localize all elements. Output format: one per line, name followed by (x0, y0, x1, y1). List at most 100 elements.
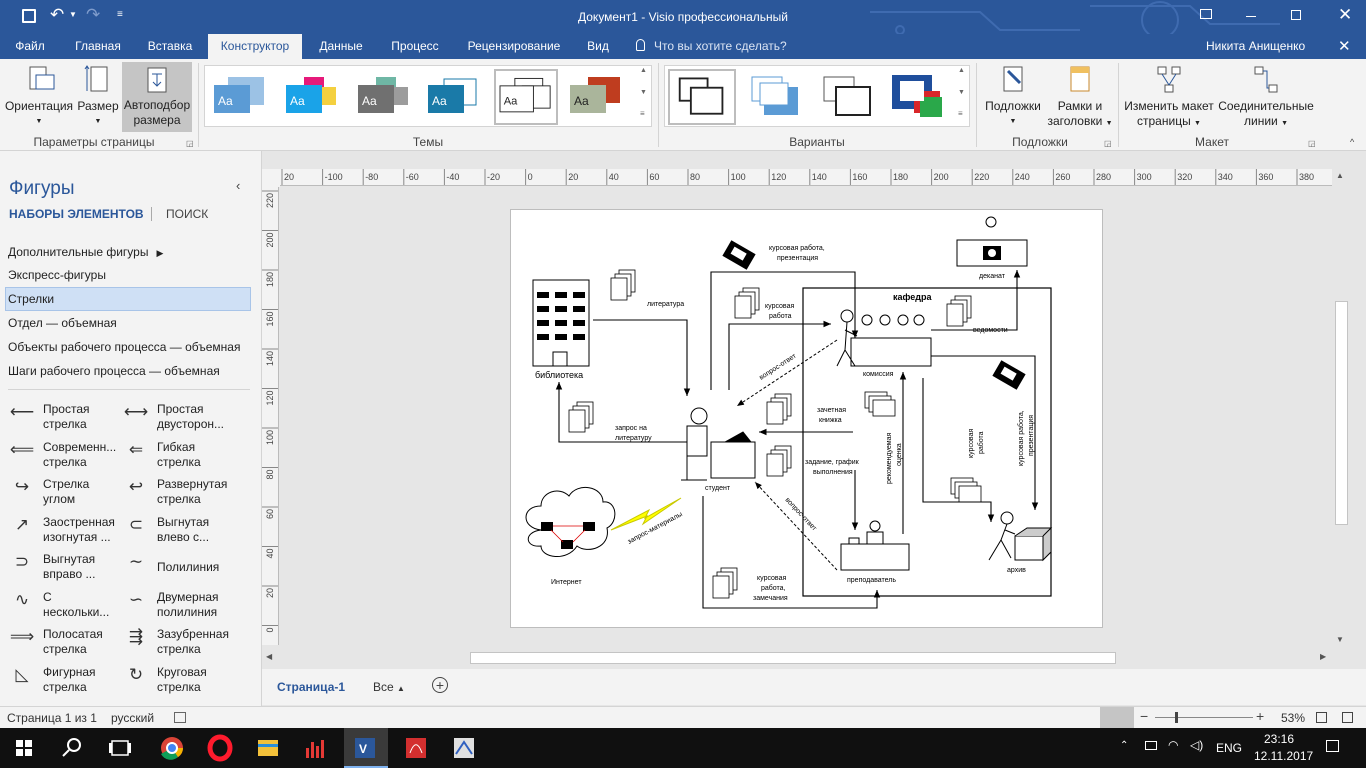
dialog-launcher-icon[interactable]: ◲ (1104, 139, 1112, 148)
tab-process[interactable]: Процесс (391, 39, 439, 53)
variant-2[interactable] (742, 69, 810, 125)
tab-design[interactable]: Конструктор (208, 34, 302, 59)
themes-scroll-up[interactable]: ▲ (640, 67, 647, 74)
switch-windows-icon[interactable] (1342, 712, 1353, 723)
clock-time[interactable]: 23:16 (1264, 732, 1295, 746)
backgrounds-button[interactable]: Подложки ▼ (982, 63, 1044, 133)
network-icon[interactable] (1145, 741, 1157, 750)
save-icon[interactable] (22, 9, 36, 23)
image-app-icon[interactable] (440, 728, 488, 768)
shape-item[interactable]: ∼Полилиния (122, 552, 234, 575)
task-view-icon[interactable] (96, 728, 144, 768)
restore-icon[interactable] (1291, 10, 1301, 20)
autofit-button[interactable]: Автоподбор размера (122, 62, 192, 132)
input-language[interactable]: ENG (1216, 741, 1243, 755)
theme-teal[interactable]: Aa (424, 69, 488, 125)
vertical-scroll-thumb[interactable] (1335, 301, 1348, 525)
equalizer-app-icon[interactable] (292, 728, 340, 768)
variants-more[interactable]: ≡ (958, 109, 963, 118)
customize-quick-access-icon[interactable]: ≡ (117, 9, 123, 20)
tab-search[interactable]: ПОИСК (166, 207, 209, 221)
minimize-icon[interactable] (1246, 16, 1256, 17)
connectors-button[interactable]: Соединительные линии ▼ (1216, 63, 1316, 133)
tab-file[interactable]: Файл (15, 39, 45, 53)
pdf-icon[interactable] (392, 728, 440, 768)
undo-icon[interactable]: ↶ (50, 5, 65, 24)
variants-scroll-down[interactable]: ▼ (958, 89, 965, 96)
variants-scroll-up[interactable]: ▲ (958, 67, 965, 74)
stencil-workflow-objects-3d[interactable]: Объекты рабочего процесса — объемная (8, 340, 241, 354)
theme-simple[interactable]: Aa (494, 69, 558, 125)
horizontal-scroll-thumb[interactable] (470, 652, 1116, 664)
variant-4[interactable] (886, 69, 954, 125)
page-tab-1[interactable]: Страница-1 (277, 680, 346, 694)
language[interactable]: русский (111, 711, 155, 725)
visio-taskbar-active[interactable]: V (344, 728, 388, 768)
scroll-right-icon[interactable]: ▶ (1320, 652, 1327, 661)
stencil-quick-shapes[interactable]: Экспресс-фигуры (8, 268, 106, 282)
shape-item[interactable]: ⟸Современн...стрелка (8, 440, 120, 470)
tab-review[interactable]: Рецензирование (467, 39, 561, 53)
borders-titles-button[interactable]: Рамки и заголовки ▼ (1046, 63, 1114, 133)
theme-gray[interactable]: Aa (354, 69, 418, 125)
tab-view[interactable]: Вид (587, 39, 609, 53)
zoom-out-icon[interactable]: − (1140, 708, 1149, 724)
theme-brown[interactable]: Aa (566, 69, 630, 125)
dialog-launcher-icon[interactable]: ◲ (1308, 139, 1316, 148)
undo-dropdown-icon[interactable]: ▼ (69, 10, 77, 19)
relayout-page-button[interactable]: Изменить макет страницы ▼ (1122, 63, 1216, 133)
notifications-icon[interactable] (1326, 740, 1339, 752)
stencil-arrows[interactable]: Стрелки (5, 287, 251, 311)
search-icon[interactable] (48, 728, 96, 768)
wifi-icon[interactable]: ◠ (1168, 738, 1179, 752)
dialog-launcher-icon[interactable]: ◲ (186, 139, 194, 148)
orientation-button[interactable]: Ориентация ▼ (4, 63, 74, 133)
zoom-slider[interactable] (1155, 712, 1253, 723)
size-button[interactable]: Размер ▼ (76, 63, 120, 133)
tab-data[interactable]: Данные (319, 39, 363, 53)
stencil-workflow-steps-3d[interactable]: Шаги рабочего процесса — объемная (8, 364, 220, 378)
horizontal-scrollbar[interactable] (280, 651, 1320, 665)
variant-3[interactable] (814, 69, 882, 125)
scroll-left-icon[interactable]: ◀ (266, 652, 273, 661)
drawing-page[interactable]: библиотека деканат (510, 209, 1103, 628)
ribbon-display-icon[interactable] (1200, 9, 1212, 19)
vertical-scrollbar[interactable] (1334, 187, 1350, 637)
zoom-level[interactable]: 53% (1281, 711, 1306, 725)
theme-blue[interactable]: Aa (210, 69, 274, 125)
stencil-more-shapes[interactable]: Дополнительные фигуры▶ (8, 245, 163, 259)
fit-page-icon[interactable] (1316, 712, 1327, 723)
scroll-up-icon[interactable]: ▲ (1336, 171, 1344, 180)
tab-stencils[interactable]: НАБОРЫ ЭЛЕМЕНТОВ (9, 207, 144, 221)
windows-start-icon[interactable] (0, 728, 48, 768)
collapse-ribbon-icon[interactable]: ^ (1350, 137, 1355, 147)
all-pages-button[interactable]: Все ▲ (373, 680, 405, 694)
file-explorer-icon[interactable] (244, 728, 292, 768)
tell-me-input[interactable]: Что вы хотите сделать? (654, 39, 787, 53)
user-name[interactable]: Никита Анищенко (1206, 39, 1306, 53)
presentation-mode-icon[interactable] (1100, 707, 1134, 728)
volume-icon[interactable]: ◁) (1190, 738, 1204, 752)
zoom-slider-thumb[interactable] (1175, 712, 1178, 723)
theme-colorful[interactable]: Aa (282, 69, 346, 125)
stencil-department-3d[interactable]: Отдел — объемная (8, 316, 117, 330)
page-number[interactable]: Страница 1 из 1 (7, 711, 97, 725)
clock-date[interactable]: 12.11.2017 (1254, 749, 1314, 763)
redo-icon[interactable]: ↷ (86, 5, 101, 24)
close-window-icon[interactable]: ✕ (1338, 5, 1353, 24)
macro-icon[interactable] (174, 712, 186, 723)
zoom-in-icon[interactable]: + (1256, 708, 1265, 724)
